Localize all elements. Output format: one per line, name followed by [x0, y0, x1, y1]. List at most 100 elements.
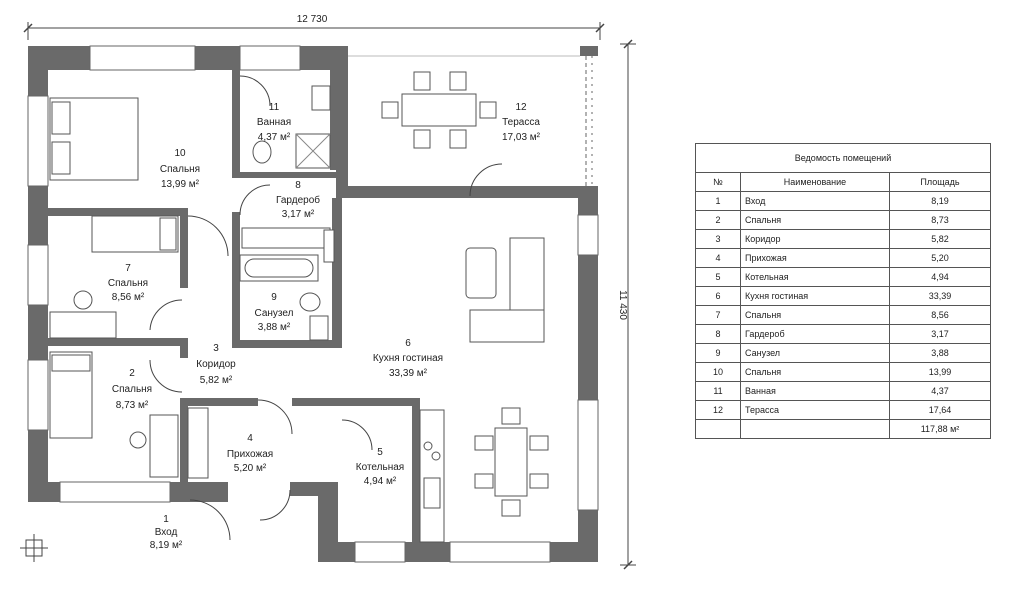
room-number: 10	[174, 148, 186, 159]
room-number: 12	[515, 102, 527, 113]
row-name: Гардероб	[740, 324, 890, 344]
room-name: Терасса	[502, 117, 540, 128]
row-name: Спальня	[740, 305, 890, 325]
row-number: 10	[695, 362, 741, 382]
row-name: Ванная	[740, 381, 890, 401]
width-dimension: 12 730	[23, 14, 605, 40]
row-area: 33,39	[889, 286, 991, 306]
row-name: Коридор	[740, 229, 890, 249]
row-area: 13,99	[889, 362, 991, 382]
room-number: 8	[295, 180, 301, 191]
row-name: Терасса	[740, 400, 890, 420]
room-label-4: 4 Прихожая 5,20 м²	[227, 433, 273, 474]
room-name: Ванная	[257, 117, 291, 128]
room-area: 8,19 м²	[150, 540, 183, 551]
room-label-5: 5 Котельная 4,94 м²	[356, 447, 404, 487]
room-label-3: 3 Коридор 5,82 м²	[196, 343, 236, 386]
header-name: Наименование	[740, 172, 890, 192]
room-area: 4,37 м²	[258, 132, 291, 143]
room-area: 17,03 м²	[502, 132, 541, 143]
room-name: Санузел	[255, 308, 294, 319]
room-name: Коридор	[196, 359, 236, 370]
row-area: 5,82	[889, 229, 991, 249]
room-name: Гардероб	[276, 194, 320, 206]
room-name: Вход	[155, 527, 178, 538]
room-number: 6	[405, 338, 411, 349]
room-area: 5,20 м²	[234, 463, 267, 474]
room-number: 3	[213, 343, 219, 354]
row-area: 3,88	[889, 343, 991, 363]
room-area: 3,88 м²	[258, 322, 291, 333]
row-name: Вход	[740, 191, 890, 211]
room-area: 3,17 м²	[282, 209, 315, 220]
row-area: 8,19	[889, 191, 991, 211]
row-number: 5	[695, 267, 741, 287]
room-name: Спальня	[112, 384, 152, 395]
row-area: 17,64	[889, 400, 991, 420]
room-area: 13,99 м²	[161, 179, 200, 190]
room-label-2: 2 Спальня 8,73 м²	[112, 368, 152, 411]
room-name: Прихожая	[227, 449, 273, 460]
schedule-total-row: 117,88 м²	[695, 419, 991, 439]
height-label: 11 430	[617, 290, 628, 320]
row-area: 3,17	[889, 324, 991, 344]
room-number: 4	[247, 433, 253, 444]
room-label-1: 1 Вход 8,19 м²	[150, 514, 183, 551]
row-name: Санузел	[740, 343, 890, 363]
header-area: Площадь	[889, 172, 991, 192]
room-name: Спальня	[160, 164, 200, 175]
room-label-12: 12 Терасса 17,03 м²	[502, 102, 541, 143]
room-name: Котельная	[356, 462, 404, 473]
interior-walls	[48, 70, 420, 543]
room-label-10: 10 Спальня 13,99 м²	[160, 148, 200, 190]
terrace-railing	[348, 55, 593, 186]
width-label: 12 730	[297, 14, 328, 25]
room-area: 4,94 м²	[364, 476, 397, 487]
row-number: 7	[695, 305, 741, 325]
room-name: Кухня гостиная	[373, 353, 443, 364]
schedule-total: 117,88 м²	[889, 419, 991, 439]
furniture	[49, 71, 549, 543]
room-schedule-table: Ведомость помещений № Наименование Площа…	[695, 143, 991, 439]
room-label-6: 6 Кухня гостиная 33,39 м²	[373, 338, 443, 379]
room-number: 1	[163, 514, 169, 525]
room-number: 5	[377, 447, 383, 458]
room-area: 33,39 м²	[389, 368, 428, 379]
height-dimension: 11 430	[617, 39, 636, 570]
entry-post-marker	[20, 534, 48, 562]
room-area: 8,56 м²	[112, 292, 145, 303]
row-name: Кухня гостиная	[740, 286, 890, 306]
row-area: 4,37	[889, 381, 991, 401]
row-name: Прихожая	[740, 248, 890, 268]
row-number: 12	[695, 400, 741, 420]
row-number: 6	[695, 286, 741, 306]
room-label-9: 9 Санузел 3,88 м²	[255, 292, 294, 333]
row-number: 1	[695, 191, 741, 211]
room-label-8: 8 Гардероб 3,17 м²	[276, 180, 320, 220]
row-area: 8,73	[889, 210, 991, 230]
row-number: 2	[695, 210, 741, 230]
row-number: 9	[695, 343, 741, 363]
room-label-11: 11 Ванная 4,37 м²	[257, 102, 291, 143]
windows	[27, 45, 599, 563]
room-name: Спальня	[108, 278, 148, 289]
room-area: 5,82 м²	[200, 375, 233, 386]
row-number: 3	[695, 229, 741, 249]
row-number: 4	[695, 248, 741, 268]
schedule-header-row: № Наименование Площадь	[695, 172, 991, 192]
room-number: 11	[269, 102, 280, 113]
row-number: 11	[695, 381, 741, 401]
row-area: 8,56	[889, 305, 991, 325]
